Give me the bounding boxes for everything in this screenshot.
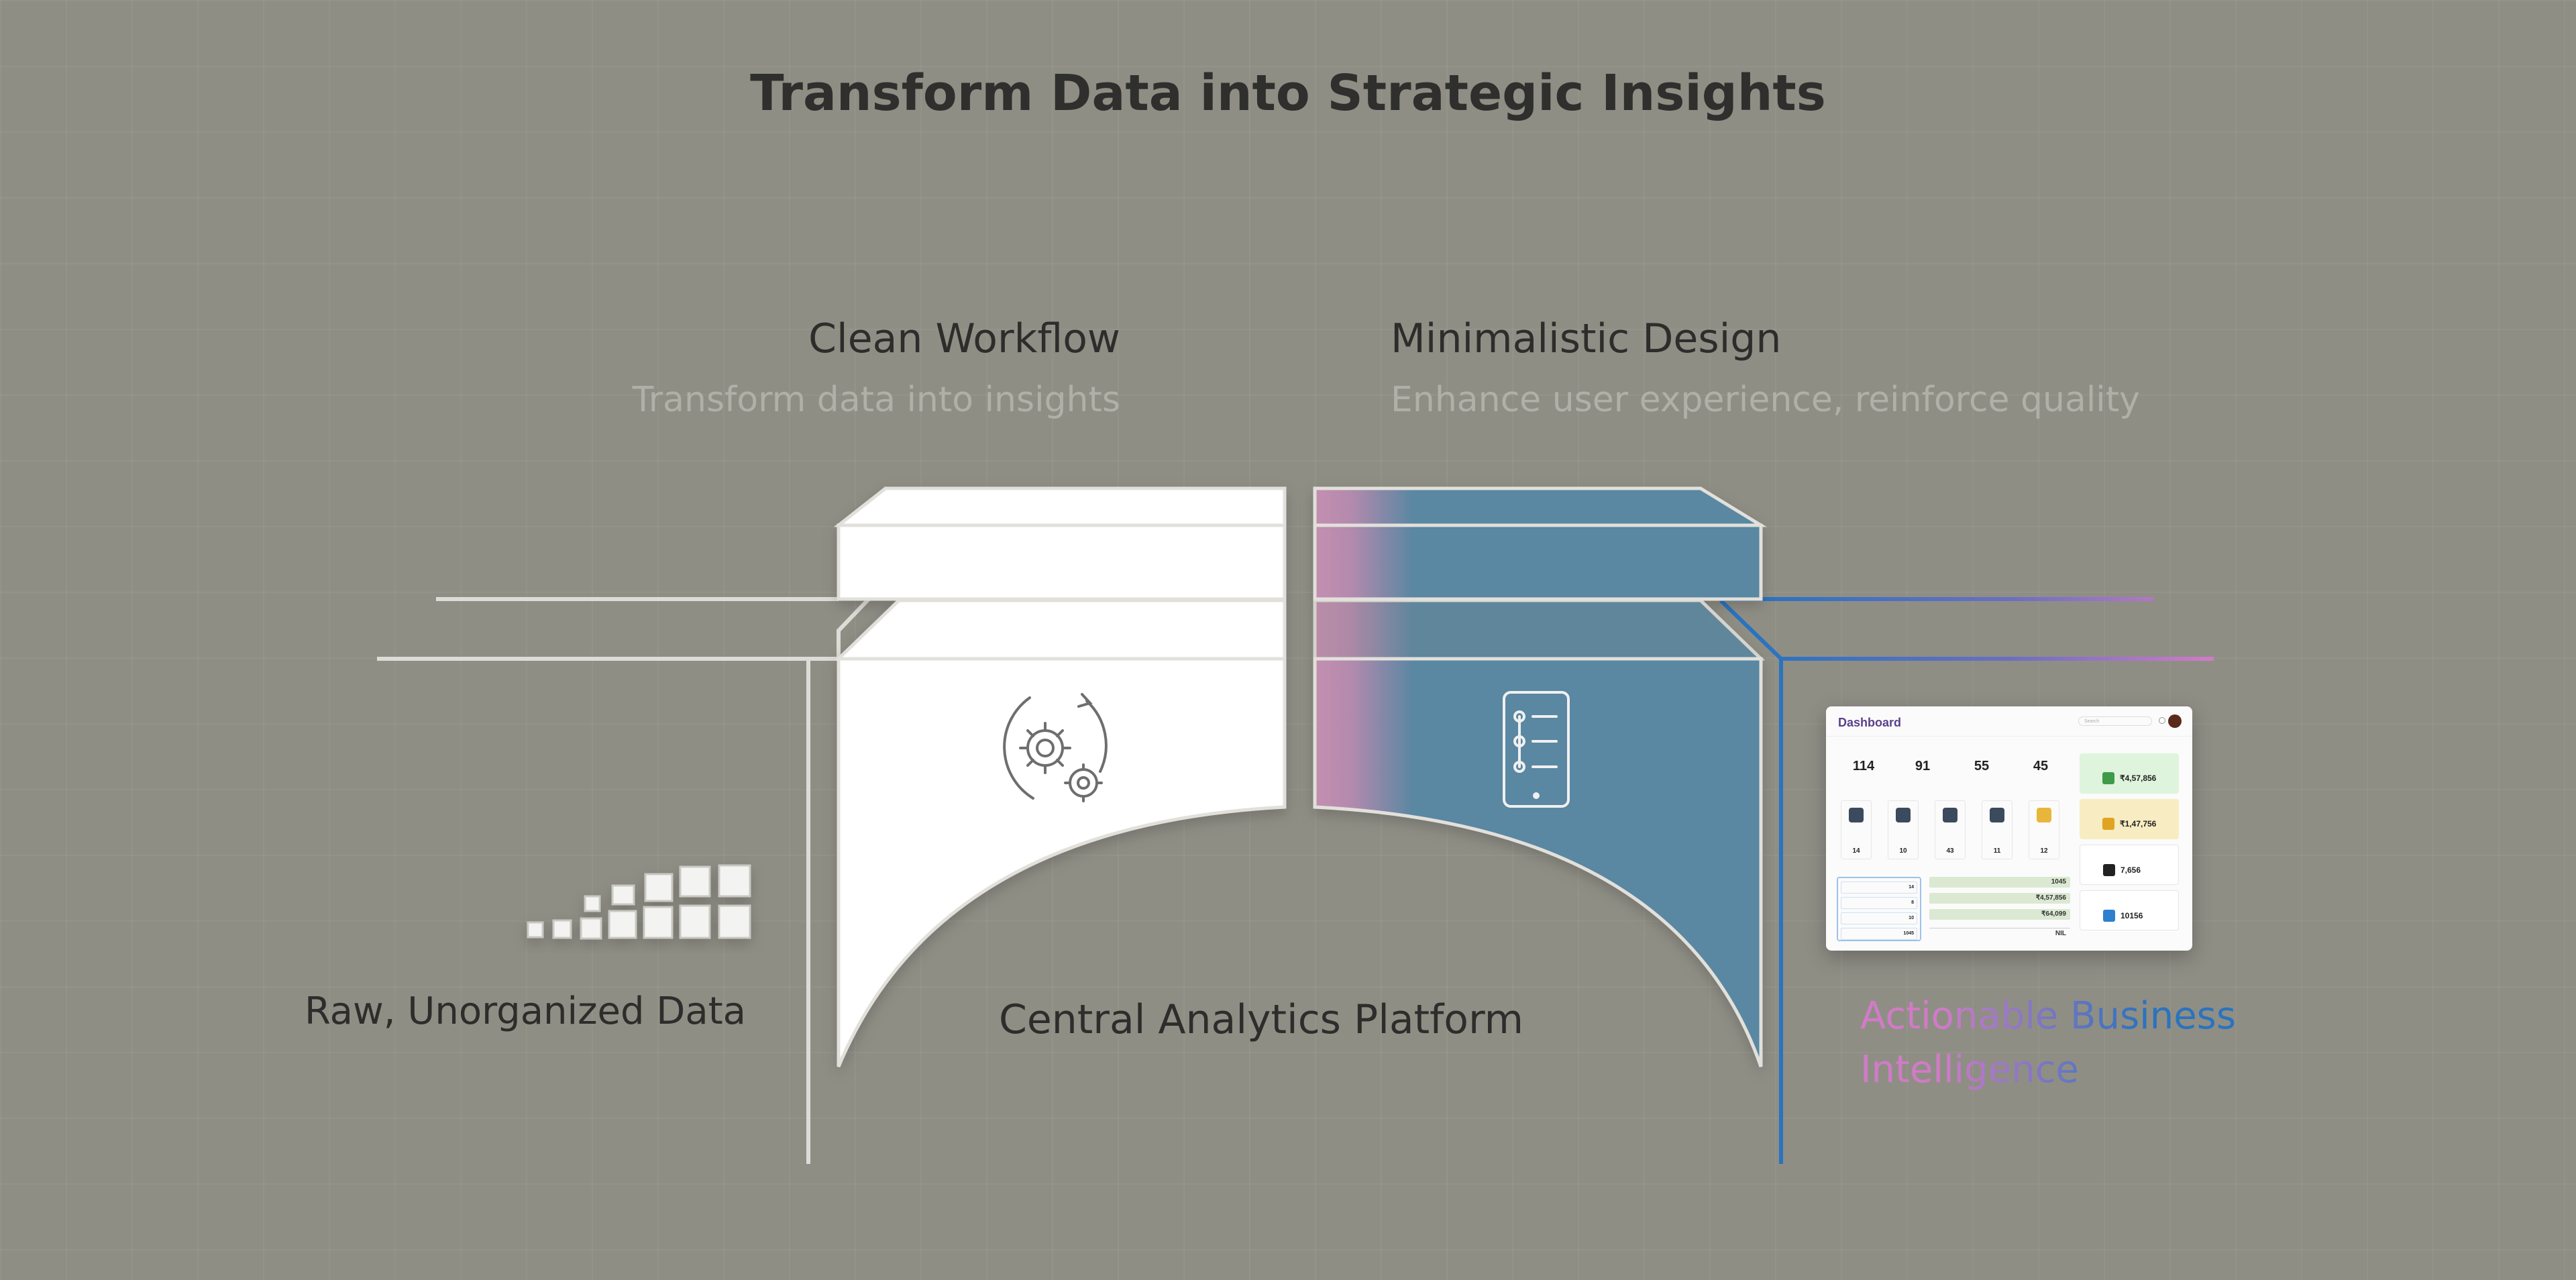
summary-list: 14 8 10 1045 <box>1837 877 1921 941</box>
mobile-flow-icon <box>1503 691 1570 808</box>
product-card: 12 <box>2029 800 2059 859</box>
wallet-icon <box>2102 772 2114 784</box>
table-row: ₹64,099 <box>1929 909 2070 920</box>
list-item: 10 <box>1841 912 1917 924</box>
dashboard-preview: Dashboard Search 114 91 55 45 14 10 43 1… <box>1826 706 2192 951</box>
page-title: Transform Data into Strategic Insights <box>750 64 1826 122</box>
product-image <box>1849 808 1864 822</box>
product-card: 11 <box>1982 800 2012 859</box>
clean-workflow-block <box>833 486 1287 1067</box>
product-card: 43 <box>1935 800 1966 859</box>
minimalistic-design-subtitle: Enhance user experience, reinforce quali… <box>1391 380 2140 420</box>
stat-card: 45 <box>2033 759 2049 774</box>
header-divider <box>1826 736 2192 737</box>
product-card: 14 <box>1841 800 1872 859</box>
dashboard-title: Dashboard <box>1838 716 1902 729</box>
stat-card: 91 <box>1915 759 1931 774</box>
central-analytics-label: Central Analytics Platform <box>998 996 1524 1043</box>
stat-card: 55 <box>1974 759 1990 774</box>
actionable-intelligence-label: Actionable Business Intelligence <box>1860 990 2330 1097</box>
product-image <box>1896 808 1911 822</box>
list-item: 1045 <box>1841 928 1917 940</box>
product-card: 10 <box>1888 800 1919 859</box>
product-image <box>2037 808 2051 822</box>
metric-card: ₹1,47,756 <box>2080 799 2179 839</box>
minimalistic-design-block <box>1313 486 1767 1067</box>
blocks-scatter-icon <box>527 864 751 940</box>
coin-icon <box>2102 818 2114 830</box>
raw-data-label: Raw, Unorganized Data <box>305 990 746 1033</box>
clean-workflow-subtitle: Transform data into insights <box>632 380 1120 420</box>
gears-cycle-icon <box>1003 693 1108 802</box>
search-input[interactable]: Search <box>2078 716 2152 726</box>
stat-card: 114 <box>1852 759 1875 774</box>
table-row: ₹4,57,856 <box>1929 893 2070 904</box>
product-image <box>1990 808 2004 822</box>
right-connector-lines <box>1719 597 2214 1164</box>
bell-icon[interactable] <box>2159 717 2165 724</box>
metric-card: 7,656 <box>2080 845 2179 885</box>
metric-card: 10156 <box>2080 890 2179 930</box>
clean-workflow-title: Clean Workflow <box>808 315 1120 362</box>
table-row: 1045 <box>1929 877 2070 888</box>
minimalistic-design-title: Minimalistic Design <box>1391 315 1782 362</box>
bag-icon <box>2103 864 2115 876</box>
product-image <box>1943 808 1957 822</box>
metric-card: ₹4,57,856 <box>2080 753 2179 794</box>
truck-icon <box>2103 910 2115 922</box>
avatar[interactable] <box>2168 714 2182 728</box>
table-row: NIL <box>1929 928 2070 939</box>
list-item: 8 <box>1841 897 1917 909</box>
list-item: 14 <box>1841 882 1917 894</box>
left-connector-lines <box>377 597 871 1164</box>
